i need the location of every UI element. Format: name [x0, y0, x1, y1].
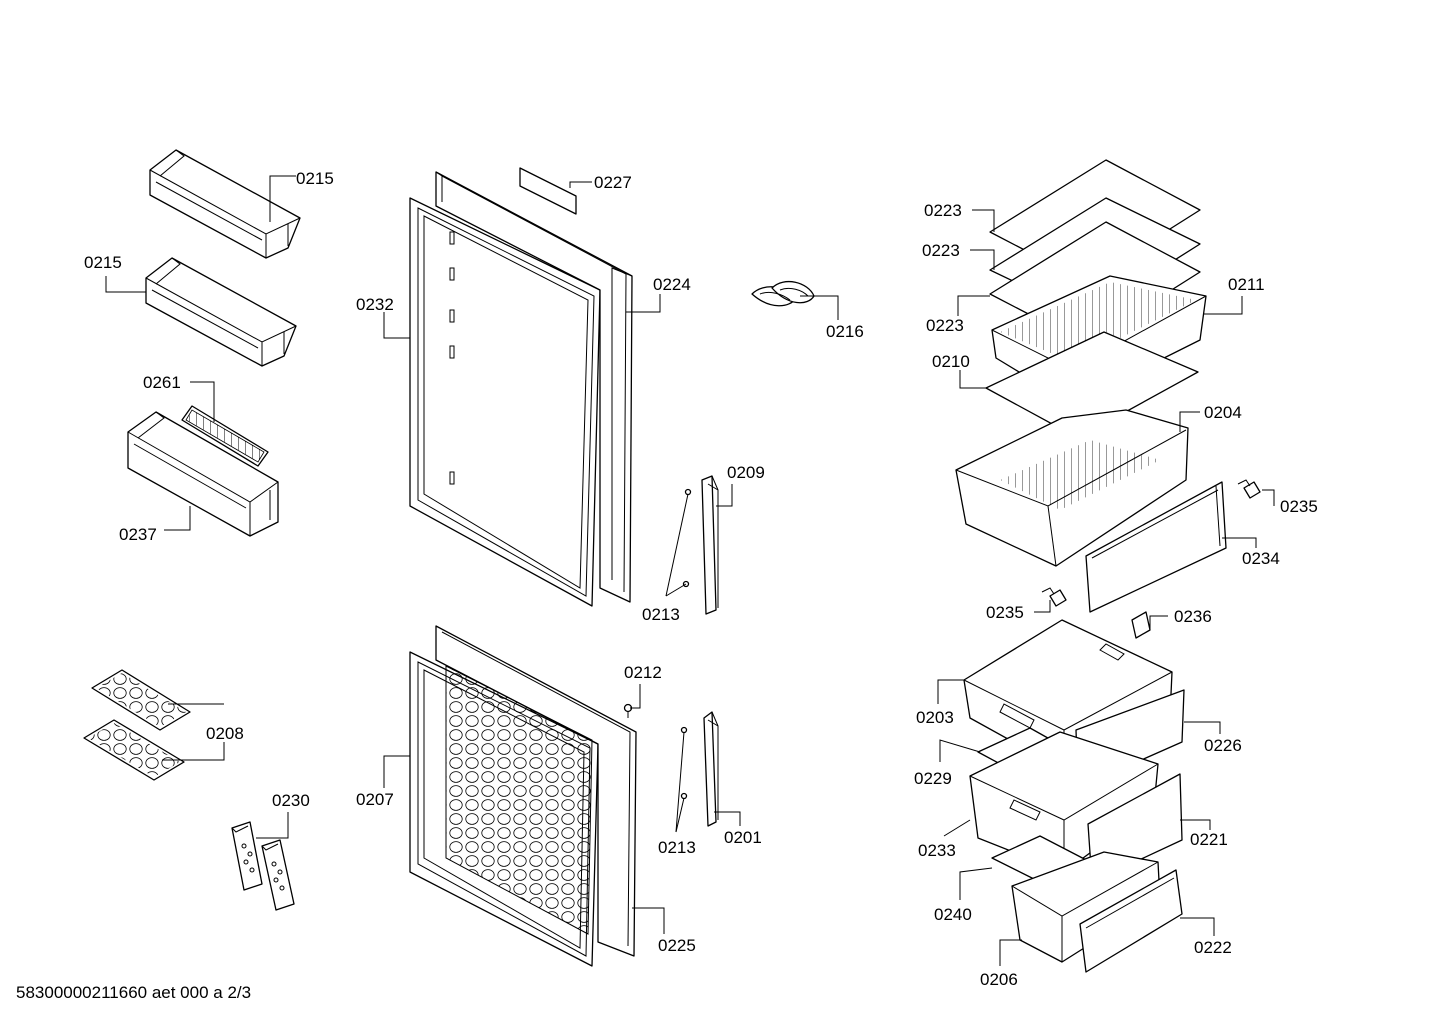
callout-0235-right: 0235 — [1280, 497, 1318, 516]
callout-0203: 0203 — [916, 708, 954, 727]
door-shelf-part-0215-lower[interactable] — [145, 257, 297, 367]
callout-labels: 0215 0215 0261 0237 0208 0230 0227 0224 … — [84, 169, 1318, 989]
egg-tray-part-0208-lower[interactable] — [83, 719, 185, 781]
front-panel-part-0234[interactable] — [1085, 481, 1227, 613]
leader-lines — [105, 175, 1275, 966]
egg-tray-part-0208-upper[interactable] — [91, 669, 191, 731]
callout-0225: 0225 — [658, 936, 696, 955]
callout-0212: 0212 — [624, 663, 662, 682]
hinge-strip-part-0209[interactable] — [701, 475, 719, 615]
callout-0207: 0207 — [356, 790, 394, 809]
cold-pack-part-0230-a[interactable] — [231, 821, 263, 891]
callout-0215-upper: 0215 — [296, 169, 334, 188]
screw-part-0212[interactable] — [623, 703, 633, 719]
callout-0223-c: 0223 — [926, 316, 964, 335]
door-shelf-part-0215-upper[interactable] — [149, 149, 301, 259]
shelf-insert-part-0261[interactable] — [181, 405, 269, 467]
clip-part-0216[interactable] — [751, 280, 815, 307]
door-liner-part-0224[interactable] — [435, 171, 633, 603]
callout-0222: 0222 — [1194, 938, 1232, 957]
door-liner-part-0225[interactable] — [435, 625, 637, 957]
clip-part-0235-right[interactable] — [1237, 479, 1261, 499]
door-shelf-part-0237[interactable] — [127, 411, 279, 537]
callout-0221: 0221 — [1190, 830, 1228, 849]
callout-0235-left: 0235 — [986, 603, 1024, 622]
hinge-strip-part-0201[interactable] — [703, 711, 719, 827]
callout-0223-a: 0223 — [924, 201, 962, 220]
callout-0233: 0233 — [918, 841, 956, 860]
callout-0223-b: 0223 — [922, 241, 960, 260]
door-gasket-part-0232[interactable] — [409, 197, 601, 607]
callout-0208: 0208 — [206, 724, 244, 743]
callout-0213-lower: 0213 — [658, 838, 696, 857]
cold-pack-part-0230-b[interactable] — [261, 839, 295, 911]
drawer-part-0204[interactable] — [955, 409, 1189, 567]
callout-0232: 0232 — [356, 295, 394, 314]
clip-part-0236[interactable] — [1131, 611, 1151, 639]
callout-0204: 0204 — [1204, 403, 1242, 422]
label-part-0227[interactable] — [519, 167, 577, 215]
callout-0237: 0237 — [119, 525, 157, 544]
cover-plate-part-0210[interactable] — [985, 331, 1199, 439]
callout-0236: 0236 — [1174, 607, 1212, 626]
callout-0227: 0227 — [594, 173, 632, 192]
callout-0206: 0206 — [980, 970, 1018, 989]
screw-part-0213-upper[interactable] — [682, 488, 692, 588]
callout-0201: 0201 — [724, 828, 762, 847]
drawer-front-part-0222[interactable] — [1079, 869, 1183, 973]
callout-0210: 0210 — [932, 352, 970, 371]
drawing-code: 58300000211660 aet 000 a 2/3 — [16, 983, 251, 1002]
callout-0230: 0230 — [272, 791, 310, 810]
callout-0211: 0211 — [1228, 275, 1265, 294]
callout-0226: 0226 — [1204, 736, 1242, 755]
callout-0216: 0216 — [826, 322, 864, 341]
callout-0234: 0234 — [1242, 549, 1280, 568]
callout-0240: 0240 — [934, 905, 972, 924]
callout-0224: 0224 — [653, 275, 691, 294]
clip-part-0235-left[interactable] — [1041, 587, 1067, 607]
callout-0229: 0229 — [914, 769, 952, 788]
callout-0209: 0209 — [727, 463, 765, 482]
callout-0215-lower: 0215 — [84, 253, 122, 272]
callout-0261: 0261 — [143, 373, 181, 392]
callout-0213-upper: 0213 — [642, 605, 680, 624]
